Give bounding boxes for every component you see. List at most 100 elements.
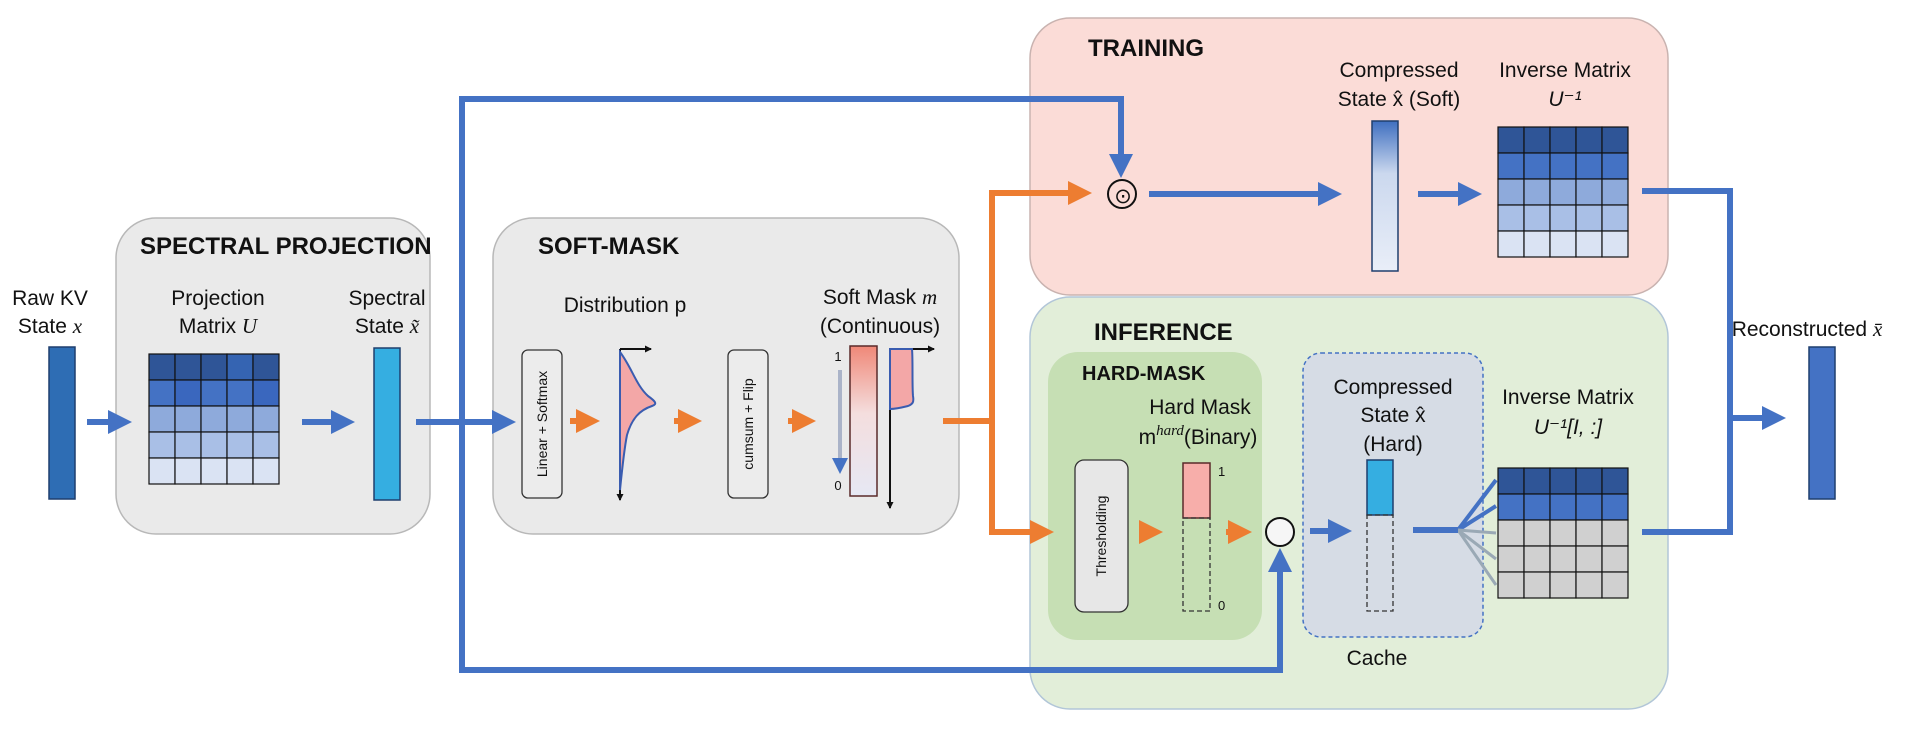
projection-matrix-cell xyxy=(148,353,176,381)
linear-softmax-box xyxy=(521,349,563,499)
cache-label: Cache xyxy=(1347,647,1408,670)
projection-matrix-cell xyxy=(174,353,202,381)
training-inverse-matrix-cell xyxy=(1523,152,1551,180)
raw-kv-state-vector xyxy=(48,346,76,500)
inference-inverse-matrix-cell xyxy=(1575,519,1603,547)
projection-matrix-cell xyxy=(226,405,254,433)
training-inverse-matrix-cell xyxy=(1601,152,1629,180)
inference-title: INFERENCE xyxy=(1094,319,1233,346)
training-inverse-matrix-cell xyxy=(1575,126,1603,154)
training-inverse-matrix-cell xyxy=(1523,204,1551,232)
training-hadamard-circle xyxy=(1107,179,1137,209)
training-hadamard-op: ⊙ xyxy=(1114,185,1132,208)
inference-compressed-empty-slots xyxy=(1366,514,1394,612)
projection-matrix-cell xyxy=(148,405,176,433)
projection-matrix-cell xyxy=(252,457,280,485)
inference-inverse-matrix-cell xyxy=(1497,519,1525,547)
projection-matrix-cell xyxy=(226,353,254,381)
training-compressed-state-vector xyxy=(1371,120,1399,272)
inference-inverse-matrix-cell xyxy=(1497,545,1525,573)
reconstructed-state-vector xyxy=(1808,346,1836,500)
spectral-state-vector xyxy=(373,347,401,501)
hard-mask-zeros xyxy=(1182,517,1211,612)
training-inverse-matrix-cell xyxy=(1497,178,1525,206)
inference-compressed-label-line2: State x̂ xyxy=(1360,404,1426,427)
arrow-training-to-output xyxy=(1642,188,1733,535)
training-inverse-matrix-cell xyxy=(1601,230,1629,258)
inference-inverse-matrix-cell xyxy=(1549,571,1577,599)
inference-inverse-matrix-cell xyxy=(1549,519,1577,547)
spectral-state-label-line2: State x̃ xyxy=(355,314,420,338)
inference-inverse-matrix-cell xyxy=(1549,545,1577,573)
soft-mask-panel xyxy=(492,217,960,535)
projection-matrix-cell xyxy=(200,457,228,485)
hard-mask-scale-top: 1 xyxy=(1218,464,1225,479)
projection-matrix-cell xyxy=(226,431,254,459)
arrow-softmask-to-training-op xyxy=(943,181,1092,424)
inference-compressed-label-line1: Compressed xyxy=(1333,376,1452,399)
inference-inverse-matrix-cell xyxy=(1523,545,1551,573)
linear-softmax-label: Linear + Softmax xyxy=(534,371,550,477)
inference-inverse-matrix-cell xyxy=(1523,571,1551,599)
training-inverse-matrix-cell xyxy=(1497,204,1525,232)
inference-inverse-matrix-cell xyxy=(1523,467,1551,495)
fanout-lines xyxy=(1456,478,1498,586)
inference-compressed-label-line3: (Hard) xyxy=(1363,433,1423,456)
projection-matrix-cell xyxy=(200,379,228,407)
training-title: TRAINING xyxy=(1088,35,1204,62)
projection-matrix-grid xyxy=(148,353,280,485)
projection-matrix-cell xyxy=(148,379,176,407)
inference-inverse-matrix-cell xyxy=(1523,519,1551,547)
hard-mask-ones xyxy=(1182,462,1211,519)
inference-compressed-state-vector xyxy=(1366,459,1394,516)
projection-matrix-cell xyxy=(174,405,202,433)
projection-matrix-cell xyxy=(226,457,254,485)
arrow-spectral-to-inference-op xyxy=(459,422,1292,673)
training-inverse-matrix-cell xyxy=(1575,152,1603,180)
training-compressed-label-line1: Compressed xyxy=(1339,59,1458,82)
distribution-label: Distribution p xyxy=(564,294,687,317)
projection-matrix-cell xyxy=(226,379,254,407)
training-inverse-matrix-cell xyxy=(1497,152,1525,180)
training-inverse-matrix-cell xyxy=(1497,230,1525,258)
projection-matrix-cell xyxy=(174,431,202,459)
training-inverse-matrix-cell xyxy=(1601,178,1629,206)
inference-inverse-matrix-cell xyxy=(1575,545,1603,573)
training-inverse-matrix-cell xyxy=(1523,230,1551,258)
projection-matrix-cell xyxy=(200,405,228,433)
inference-inverse-matrix-cell xyxy=(1601,493,1629,521)
projection-matrix-label-line2: Matrix U xyxy=(179,314,259,338)
training-compressed-label-line2: State x̂ (Soft) xyxy=(1338,88,1461,111)
projection-matrix-cell xyxy=(200,353,228,381)
inference-inverse-matrix-cell xyxy=(1497,493,1525,521)
soft-mask-scale-top: 1 xyxy=(834,349,841,364)
training-inverse-matrix-cell xyxy=(1549,230,1577,258)
projection-matrix-cell xyxy=(252,379,280,407)
inference-inverse-matrix-cell xyxy=(1601,467,1629,495)
distribution-plot xyxy=(616,345,657,501)
inference-inverse-label-line1: Inverse Matrix xyxy=(1502,386,1634,409)
arrow-softmask-to-thresholding xyxy=(989,421,1054,544)
hard-mask-title: HARD-MASK xyxy=(1082,363,1206,385)
spectral-state-label-line1: Spectral xyxy=(348,287,425,310)
inference-inverse-label-line2: U⁻¹[I, :] xyxy=(1534,416,1603,439)
inference-inverse-matrix-cell xyxy=(1523,493,1551,521)
inference-inverse-matrix-cell xyxy=(1601,545,1629,573)
hard-mask-label-line1: Hard Mask xyxy=(1149,396,1251,419)
reconstructed-label: Reconstructed x̄̄ xyxy=(1732,317,1883,341)
cumsum-flip-label: cumsum + Flip xyxy=(740,378,756,470)
raw-kv-label-line2: State x xyxy=(18,314,83,338)
training-inverse-matrix-cell xyxy=(1549,126,1577,154)
training-inverse-matrix-cell xyxy=(1549,178,1577,206)
training-inverse-matrix-cell xyxy=(1575,178,1603,206)
soft-mask-label-line2: (Continuous) xyxy=(820,315,940,338)
hard-mask-label-line2: mhard(Binary) xyxy=(1139,423,1258,449)
hard-mask-scale-bottom: 0 xyxy=(1218,598,1225,613)
training-inverse-matrix-cell xyxy=(1575,230,1603,258)
inference-inverse-matrix-cell xyxy=(1601,519,1629,547)
projection-matrix-label-line1: Projection xyxy=(171,287,264,310)
soft-mask-title: SOFT-MASK xyxy=(538,233,680,260)
spectral-projection-title: SPECTRAL PROJECTION xyxy=(140,233,432,260)
training-inverse-matrix-cell xyxy=(1549,204,1577,232)
